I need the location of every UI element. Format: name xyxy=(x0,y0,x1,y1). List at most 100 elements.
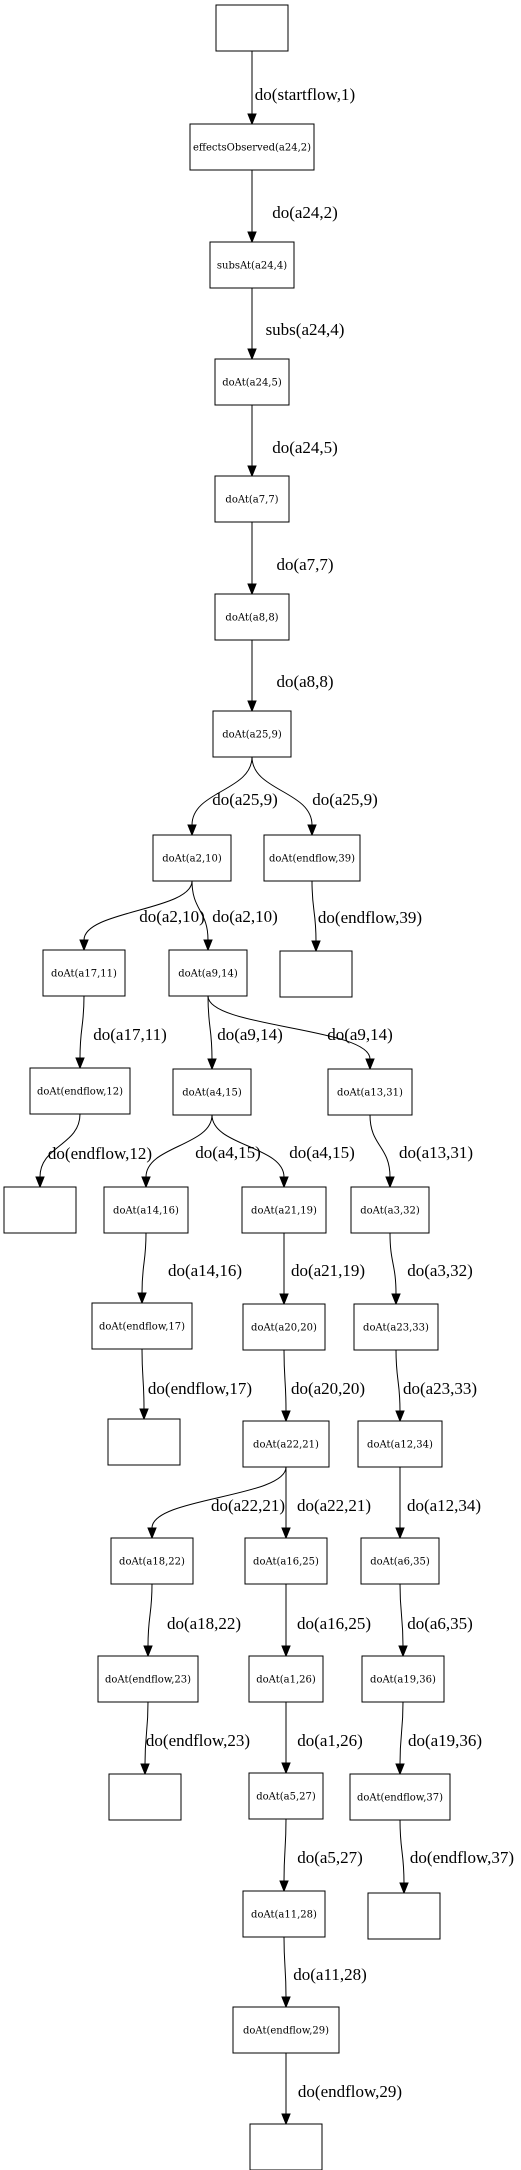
state-node: doAt(endflow,37) xyxy=(349,1773,451,1821)
transition-edge: do(startflow,1) xyxy=(247,51,355,126)
state-node-label: doAt(endflow,39) xyxy=(269,854,355,865)
terminal-node xyxy=(3,1186,77,1234)
edge-line xyxy=(369,1114,391,1178)
state-node-label: doAt(a1,26) xyxy=(256,1675,316,1686)
edge-line xyxy=(191,756,253,826)
edge-label: do(a23,33) xyxy=(403,1379,477,1398)
edge-line xyxy=(395,1349,401,1412)
edge-label: do(a4,15) xyxy=(289,1143,355,1162)
edge-label: do(a25,9) xyxy=(212,790,278,809)
state-node-box xyxy=(212,710,292,758)
arrowhead-icon xyxy=(281,1527,291,1540)
transition-edge: do(a12,34) xyxy=(395,1467,481,1540)
edge-label: do(a14,16) xyxy=(168,1261,242,1280)
state-node-box xyxy=(361,1655,445,1703)
edge-label: do(a18,22) xyxy=(167,1614,241,1633)
arrowhead-icon xyxy=(207,1058,217,1071)
state-node: doAt(a2,10) xyxy=(152,834,232,882)
terminal-node xyxy=(249,2123,323,2170)
edge-line xyxy=(211,1114,285,1178)
state-node: doAt(a8,8) xyxy=(214,593,290,641)
edge-label: do(a9,14) xyxy=(217,1025,283,1044)
edge-line xyxy=(144,1701,149,1765)
state-node-box xyxy=(3,1186,77,1234)
transition-edge: do(a24,5) xyxy=(247,405,338,478)
transition-edge: do(a4,15) xyxy=(141,1114,261,1189)
state-node: doAt(endflow,29) xyxy=(232,2006,340,2054)
terminal-node xyxy=(107,1418,181,1466)
edge-label: do(a19,36) xyxy=(408,1731,482,1750)
state-node-label: doAt(a6,35) xyxy=(370,1557,430,1568)
transition-edge: do(endflow,23) xyxy=(140,1701,250,1776)
edge-label: do(a2,10) xyxy=(212,907,278,926)
transition-edge: do(a9,14) xyxy=(207,995,283,1071)
arrowhead-icon xyxy=(139,1408,149,1421)
edge-line xyxy=(399,1701,404,1765)
transition-edge: do(a18,22) xyxy=(143,1583,241,1658)
edge-line xyxy=(283,1936,287,1998)
state-node-box xyxy=(249,2123,323,2170)
arrowhead-icon xyxy=(247,583,257,596)
state-node-box xyxy=(42,949,126,997)
edge-line xyxy=(399,1583,404,1647)
arrowhead-icon xyxy=(398,1645,408,1658)
transition-edge: do(a20,20) xyxy=(281,1349,365,1423)
state-node-label: doAt(a7,7) xyxy=(225,495,278,506)
edge-label: do(endflow,29) xyxy=(298,2082,402,2101)
edge-label: do(a7,7) xyxy=(276,555,333,574)
arrowhead-icon xyxy=(141,1176,151,1189)
edge-label: do(a22,21) xyxy=(297,1496,371,1515)
state-node: doAt(endflow,23) xyxy=(97,1655,199,1703)
state-node-box xyxy=(353,1303,439,1351)
edge-label: do(a17,11) xyxy=(93,1025,167,1044)
arrowhead-icon xyxy=(187,824,197,837)
transition-edge: do(a25,9) xyxy=(251,756,378,837)
state-node-box xyxy=(248,1772,324,1820)
state-node-box xyxy=(349,1773,451,1821)
state-node: subsAt(a24,4) xyxy=(209,241,295,289)
state-node: doAt(a7,7) xyxy=(214,475,290,523)
edge-line xyxy=(141,1232,147,1294)
state-node: doAt(a25,9) xyxy=(212,710,292,758)
transition-edge: do(endflow,12) xyxy=(35,1113,152,1189)
state-node-box xyxy=(244,1537,328,1585)
state-node-box xyxy=(110,1537,194,1585)
state-node-box xyxy=(248,1655,324,1703)
transition-edge: do(endflow,37) xyxy=(399,1819,514,1895)
nodes-layer: effectsObserved(a24,2)subsAt(a24,4)doAt(… xyxy=(3,4,451,2170)
arrowhead-icon xyxy=(247,113,257,126)
state-node-box xyxy=(152,834,232,882)
state-node: doAt(endflow,12) xyxy=(29,1067,131,1115)
edge-label: do(a8,8) xyxy=(276,672,333,691)
edge-label: do(a24,2) xyxy=(272,203,338,222)
edge-label: subs(a24,4) xyxy=(266,320,345,339)
state-node-label: doAt(a2,10) xyxy=(162,854,222,865)
state-node: doAt(a4,15) xyxy=(172,1068,252,1116)
state-node: doAt(a5,27) xyxy=(248,1772,324,1820)
edge-label: do(a21,19) xyxy=(291,1261,365,1280)
state-node-label: doAt(a12,34) xyxy=(367,1440,433,1451)
state-node-box xyxy=(91,1302,193,1350)
state-node-label: doAt(a3,32) xyxy=(360,1206,420,1217)
transition-edge: do(a25,9) xyxy=(187,756,278,837)
state-node: doAt(a20,20) xyxy=(242,1303,326,1351)
arrowhead-icon xyxy=(35,1176,45,1189)
state-node-box xyxy=(350,1186,430,1234)
edge-line xyxy=(79,995,85,1059)
state-node: doAt(a19,36) xyxy=(361,1655,445,1703)
edge-line xyxy=(39,1113,81,1178)
edge-label: do(a2,10) xyxy=(139,907,205,926)
terminal-node xyxy=(108,1773,182,1821)
edge-label: do(a5,27) xyxy=(297,1848,363,1867)
edge-line xyxy=(389,1232,397,1295)
arrowhead-icon xyxy=(279,1176,289,1189)
state-node: doAt(a11,28) xyxy=(242,1890,326,1938)
arrowhead-icon xyxy=(281,1645,291,1658)
state-node: doAt(a3,32) xyxy=(350,1186,430,1234)
state-node: doAt(a23,33) xyxy=(353,1303,439,1351)
transition-edge: do(a21,19) xyxy=(279,1233,365,1306)
arrowhead-icon xyxy=(307,824,317,837)
state-node-label: doAt(endflow,23) xyxy=(105,1675,191,1686)
state-node: doAt(endflow,17) xyxy=(91,1302,193,1350)
